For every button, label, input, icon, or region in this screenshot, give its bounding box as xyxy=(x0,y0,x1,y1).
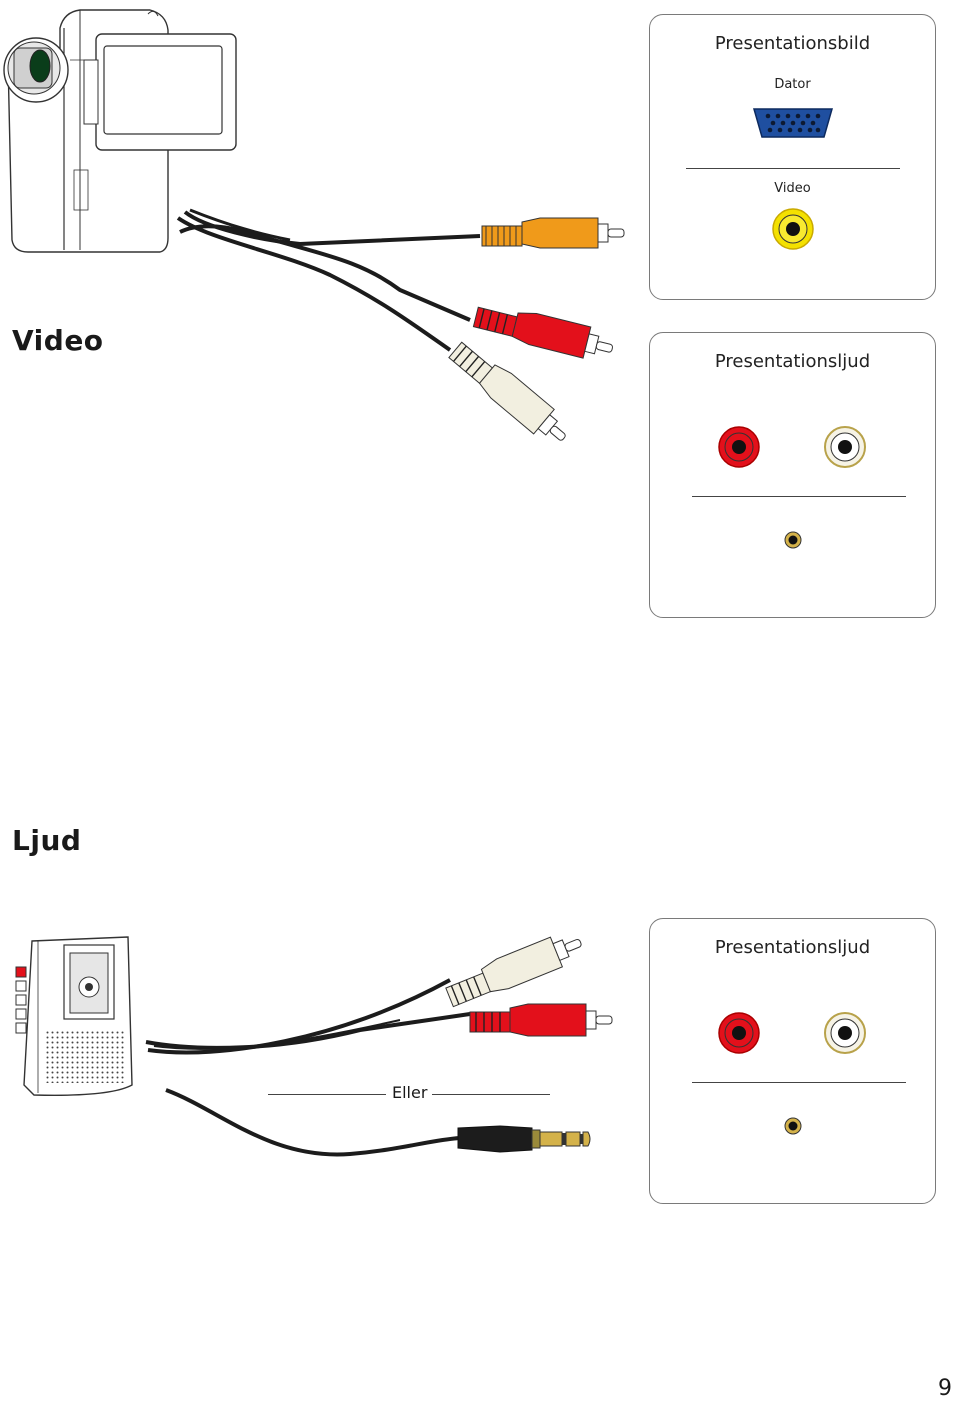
camcorder-icon xyxy=(3,9,237,253)
video-port-label: Video xyxy=(774,181,811,196)
rca-cable-icon xyxy=(145,936,613,1055)
rca-cable-icon xyxy=(176,208,625,441)
panel-divider xyxy=(686,168,900,169)
or-label: Eller xyxy=(386,1083,434,1102)
rca-jack-icon[interactable] xyxy=(717,425,761,469)
presentation-sound-panel: Presentationsljud xyxy=(649,332,936,618)
rca-jack-icon[interactable] xyxy=(823,425,867,469)
vga-port-icon[interactable] xyxy=(752,107,834,139)
cassette-recorder-icon xyxy=(15,936,133,1096)
page-number: 9 xyxy=(938,1376,952,1401)
panel-title: Presentationsljud xyxy=(714,351,871,372)
minijack-port-icon[interactable] xyxy=(783,530,803,550)
or-divider-right xyxy=(432,1094,550,1095)
panel-divider xyxy=(692,1082,906,1083)
computer-label: Dator xyxy=(774,77,811,92)
rca-jack-icon[interactable] xyxy=(771,207,815,251)
rca-jack-icon[interactable] xyxy=(717,1011,761,1055)
video-heading: Video xyxy=(12,324,104,357)
or-divider-left xyxy=(268,1094,386,1095)
rca-jack-icon[interactable] xyxy=(823,1011,867,1055)
audio-heading: Ljud xyxy=(12,824,82,857)
presentation-sound-panel-audio: Presentationsljud xyxy=(649,918,936,1204)
minijack-port-icon[interactable] xyxy=(783,1116,803,1136)
presentation-image-panel: Presentationsbild Dator Video xyxy=(649,14,936,300)
panel-title: Presentationsljud xyxy=(714,937,871,958)
panel-divider xyxy=(692,496,906,497)
panel-title: Presentationsbild xyxy=(714,33,871,54)
minijack-cable-icon xyxy=(165,1088,591,1157)
